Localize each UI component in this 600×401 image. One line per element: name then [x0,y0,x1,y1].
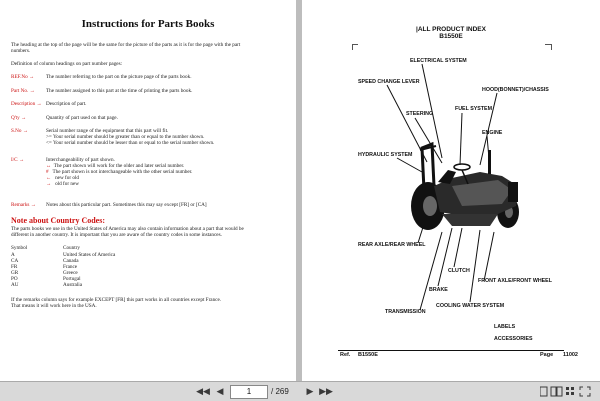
next-page-icon: ▶ [306,386,314,396]
definition-text: Definition of column headings on part nu… [11,61,123,67]
footer-model: B1550E [358,352,378,358]
label-hydraulic-system[interactable]: HYDRAULIC SYSTEM [358,152,413,158]
left-page: Instructions for Parts Books The heading… [0,0,296,381]
footer-page-number: 11002 [563,352,578,358]
label-brake[interactable]: BRAKE [429,287,448,293]
label-rear-axle[interactable]: REAR AXLE/REAR WHEEL [358,242,426,248]
frame-corner [352,44,353,50]
ic-line-4: → old for new [46,181,79,187]
country-name: Greece [63,270,78,276]
label-electrical-system[interactable]: ELECTRICAL SYSTEM [410,58,467,64]
partno-label: Part No. → [11,88,35,94]
intro-line-2: numbers. [11,48,31,54]
sno-text: Serial number range of the equipment tha… [46,128,169,134]
country-name: Portugal [63,276,81,282]
label-steering[interactable]: STEERING [406,111,434,117]
previous-page-icon: ◀ [216,386,224,396]
qty-label: Q'ty → [11,115,27,121]
country-symbol: FR [11,264,18,270]
country-symbol: CA [11,258,19,264]
table-header-symbol: Symbol [11,245,28,251]
country-paragraph-2: different in another country. It is impo… [11,232,222,238]
first-page-button[interactable]: ◀◀ [196,385,210,398]
sno-line-1: >= Your serial number should be greater … [46,134,205,140]
country-name: France [63,264,78,270]
country-name: United States of America [63,252,116,258]
ic-label: I/C → [11,157,25,163]
country-symbol: PO [11,276,18,282]
footer-line-2: That means it will work here in the USA. [11,303,97,309]
label-engine[interactable]: ENGINE [482,130,503,136]
desc-text: Description of part. [46,101,87,107]
label-cooling-water-system[interactable]: COOLING WATER SYSTEM [436,303,505,309]
footer-line-1: If the remarks column says for example E… [11,297,222,303]
remarks-text: Notes about this particular part. Someti… [46,202,207,208]
model-header: B1550E [439,33,463,40]
country-name: Canada [63,258,79,264]
country-paragraph-1: The parts books we use in the United Sta… [11,226,244,232]
hash-icon: # [46,169,49,175]
pdf-toolbar: ◀◀ ◀ 1 / 269 ▶ ▶▶ [0,381,600,401]
index-header: |ALL PRODUCT INDEX [416,26,486,33]
ref-label: REF.No → [11,74,35,80]
page-number-input[interactable]: 1 [230,385,268,399]
country-symbol: A [11,252,15,258]
country-symbol: GR [11,270,19,276]
table-header-country: Country [63,245,81,251]
country-name: Australia [63,282,83,288]
page-total: / 269 [271,387,289,396]
ic-line-3: ← new for old [46,175,79,181]
label-accessories[interactable]: ACCESSORIES [494,336,533,342]
partno-text: The number assigned to this part at the … [46,88,193,94]
ic-text: Interchangeability of part shown. [46,157,115,163]
right-page: |ALL PRODUCT INDEX B1550E [302,0,600,381]
arrow-left-icon: ← [46,175,52,181]
label-front-axle[interactable]: FRONT AXLE/FRONT WHEEL [478,278,552,284]
thumbnail-view-icon[interactable] [566,387,574,395]
arrow-right-icon: → [46,181,52,187]
first-page-icon: ◀◀ [196,386,210,396]
view-mode-buttons [540,386,591,397]
footer-ref-label: Ref. [340,352,351,358]
frame-corner [551,44,552,50]
qty-text: Quantity of part used on that page. [46,115,118,121]
label-labels[interactable]: LABELS [494,324,516,330]
sno-label: S.No → [11,128,29,134]
ic-line-2: # The part shown is not interchangeable … [46,169,193,175]
label-speed-change-lever[interactable]: SPEED CHANGE LEVER [358,79,420,85]
desc-label: Description → [11,101,42,107]
country-heading: Note about Country Codes: [11,216,105,225]
single-page-view-icon[interactable] [540,386,548,397]
ref-text: The number referring to the part on the … [46,74,192,80]
footer-page-label: Page [540,352,554,358]
label-hood-chassis[interactable]: HOOD(BONNET)/CHASSIS [482,87,549,93]
last-page-icon: ▶▶ [319,386,333,396]
sno-line-2: <= Your serial number should be lesser t… [46,140,215,146]
country-symbol: AU [11,282,19,288]
remarks-label: Remarks → [11,202,36,208]
label-clutch[interactable]: CLUTCH [448,268,470,274]
two-page-view-icon[interactable] [550,386,563,397]
label-fuel-system[interactable]: FUEL SYSTEM [455,106,492,112]
arrow-both-icon: ↔ [46,163,52,169]
tractor-diagram [386,63,519,311]
next-page-button[interactable]: ▶ [303,385,317,398]
label-transmission[interactable]: TRANSMISSION [385,309,426,315]
previous-page-button[interactable]: ◀ [213,385,227,398]
footer-rule [338,350,564,351]
frame-corner [352,44,358,45]
page-title: Instructions for Parts Books [81,18,215,30]
frame-corner [545,44,551,45]
fullscreen-icon[interactable] [579,386,591,397]
ic-line-1: ↔ The part shown will work for the older… [46,163,185,169]
intro-line-1: The heading at the top of the page will … [11,42,241,48]
last-page-button[interactable]: ▶▶ [319,385,333,398]
